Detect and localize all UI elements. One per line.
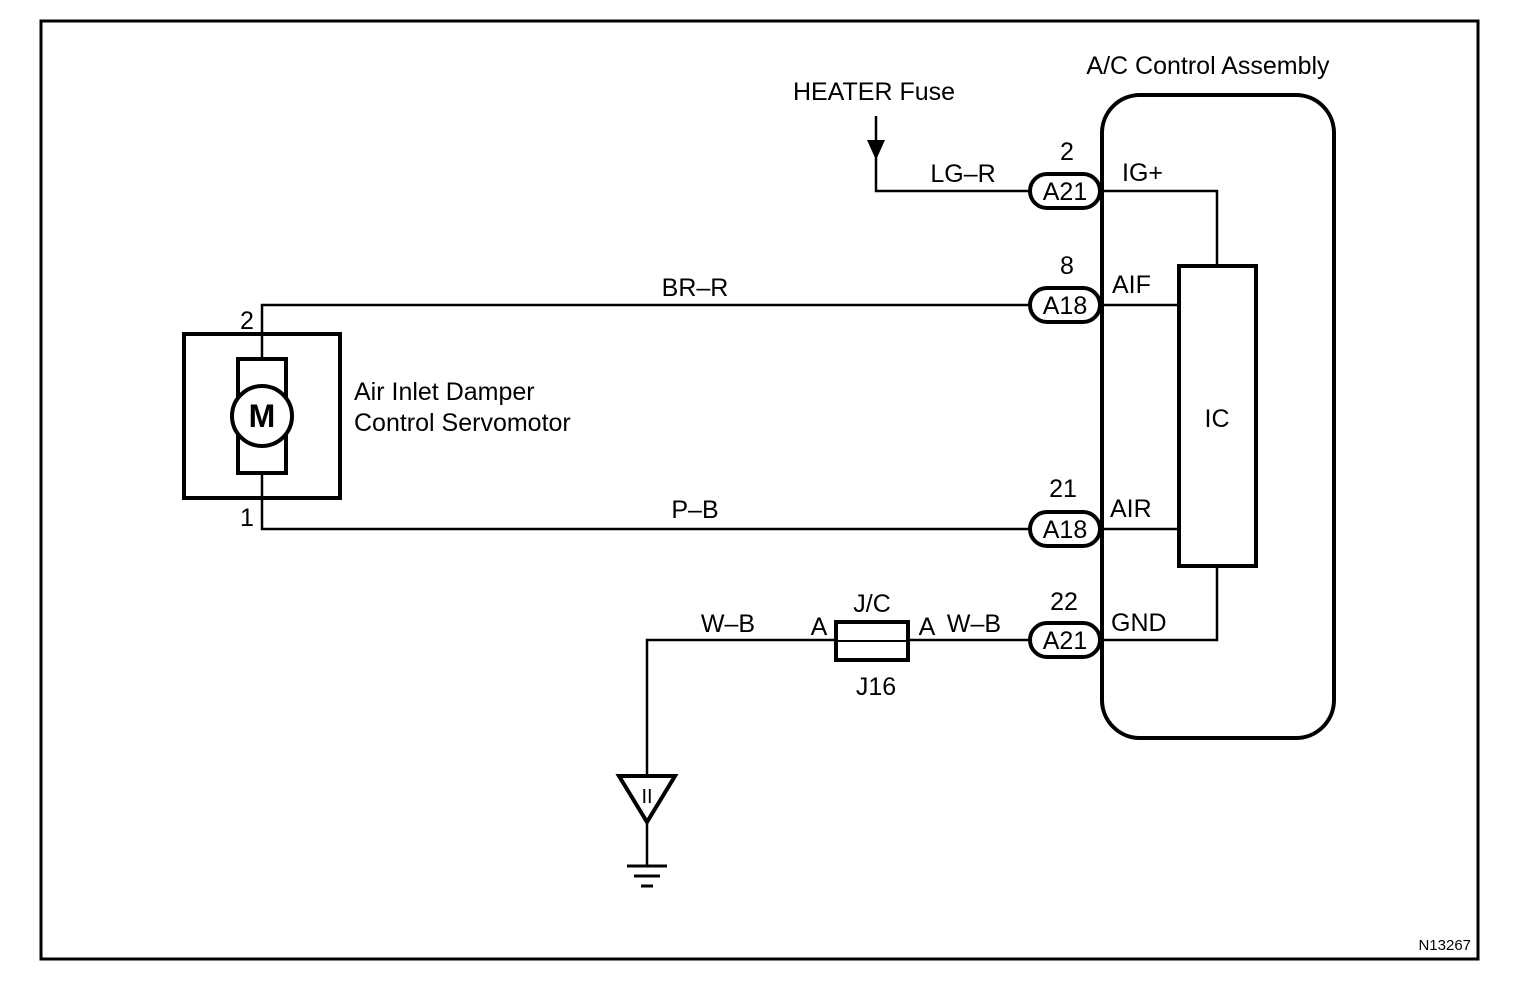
ic-label: IC — [1205, 405, 1230, 433]
wire-br-r — [260, 303, 1030, 359]
internal-wire-gnd — [1102, 566, 1219, 642]
wire-lg-r-label: LG–R — [930, 160, 995, 188]
pin-21-label: 21 — [1049, 475, 1077, 503]
heater-fuse-label: HEATER Fuse — [793, 78, 955, 106]
junction-name: J/C — [853, 590, 891, 618]
diagram-frame — [39, 19, 1480, 961]
internal-wire-igplus — [1102, 189, 1219, 266]
ac-control-assembly-box — [1100, 93, 1336, 740]
connector-a18-top — [1028, 286, 1102, 324]
connector-a21-top-label: A21 — [1043, 178, 1087, 206]
connector-a18-top-label: A18 — [1043, 292, 1087, 320]
wire-p-b — [260, 473, 1030, 531]
ac-control-assembly-title: A/C Control Assembly — [1086, 52, 1330, 80]
wire-w-b-ground — [645, 638, 836, 776]
connector-a21-top — [1028, 172, 1102, 210]
wire-w-b-ground-label: W–B — [701, 610, 755, 638]
figure-code: N13267 — [1418, 937, 1471, 954]
terminal-gnd-label: GND — [1111, 609, 1167, 637]
connector-a18-bottom-label: A18 — [1043, 516, 1087, 544]
motor-symbol: M — [249, 398, 276, 434]
wire-lg-r — [874, 158, 1030, 193]
servomotor-label-line1: Air Inlet Damper — [354, 378, 535, 406]
connector-a18-bottom — [1028, 510, 1102, 548]
connector-a21-bottom-label: A21 — [1043, 627, 1087, 655]
servomotor-label-line2: Control Servomotor — [354, 409, 571, 437]
heater-fuse-arrow-icon — [867, 140, 885, 160]
servomotor-pin-1: 1 — [240, 504, 254, 532]
wire-br-r-label: BR–R — [662, 274, 729, 302]
ground-point-icon — [615, 774, 679, 826]
ground-icon — [627, 864, 667, 888]
pin-8-label: 8 — [1060, 252, 1074, 280]
pin-22-label: 22 — [1050, 588, 1078, 616]
junction-pin-left: A — [811, 613, 828, 641]
pin-2-label: 2 — [1060, 138, 1074, 166]
ground-point-label: II — [641, 786, 652, 808]
connector-a21-bottom — [1028, 621, 1102, 659]
junction-connector: J16 — [856, 673, 896, 701]
terminal-igplus-label: IG+ — [1122, 159, 1163, 187]
wire-w-b-gnd-label: W–B — [947, 610, 1001, 638]
servomotor-pin-2: 2 — [240, 307, 254, 335]
junction-pin-right: A — [919, 613, 936, 641]
motor-icon — [230, 384, 294, 448]
wire-p-b-label: P–B — [671, 496, 718, 524]
terminal-aif-label: AIF — [1112, 271, 1151, 299]
terminal-air-label: AIR — [1110, 495, 1152, 523]
